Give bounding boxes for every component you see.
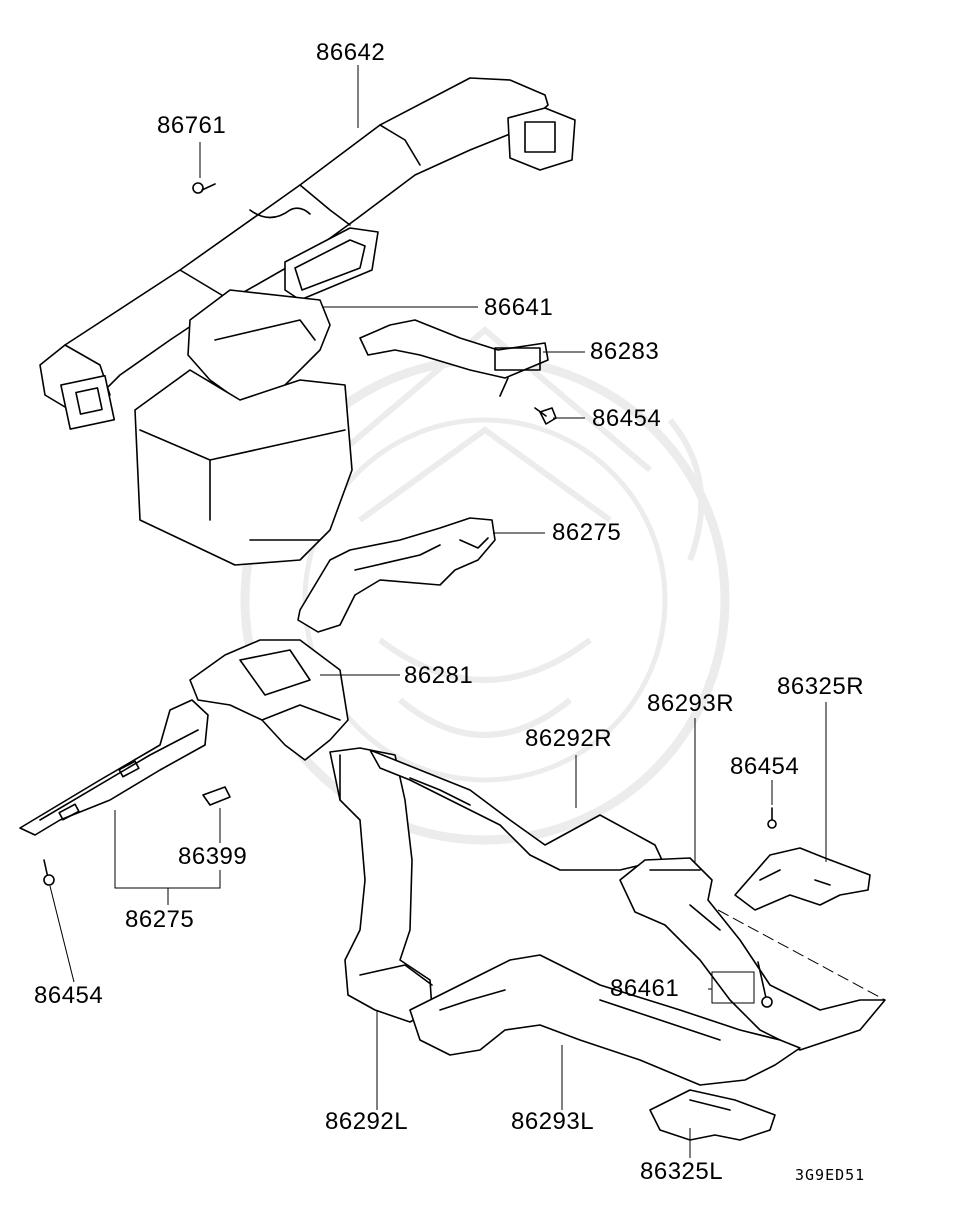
part-86325R-outlet[interactable] <box>734 847 871 911</box>
part-86641-case[interactable] <box>134 289 353 566</box>
bolt-86461 <box>757 961 773 1008</box>
label-86275-lower[interactable]: 86275 <box>125 906 195 933</box>
part-86293L-duct[interactable] <box>409 954 801 1086</box>
label-86454-upper[interactable]: 86454 <box>592 405 662 432</box>
label-86454-left[interactable]: 86454 <box>34 982 104 1009</box>
part-86292L-duct[interactable] <box>329 747 433 1023</box>
label-86283[interactable]: 86283 <box>590 338 660 365</box>
label-86399[interactable]: 86399 <box>178 843 248 870</box>
label-86293R[interactable]: 86293R <box>647 690 735 717</box>
reference-line <box>717 909 886 1001</box>
label-86292R[interactable]: 86292R <box>525 725 613 752</box>
label-86292L[interactable]: 86292L <box>325 1108 409 1135</box>
part-86292R-duct[interactable] <box>369 749 663 871</box>
part-86283-side-duct[interactable] <box>359 319 549 397</box>
label-86275-upper[interactable]: 86275 <box>552 519 622 546</box>
screw-86454-upper <box>534 407 557 425</box>
label-86454-right[interactable]: 86454 <box>730 753 800 780</box>
label-86761[interactable]: 86761 <box>157 112 227 139</box>
part-86275-upper-duct[interactable] <box>297 517 496 633</box>
part-86293R-duct[interactable] <box>619 857 886 1051</box>
leader-lines <box>49 65 827 1158</box>
label-86461[interactable]: 86461 <box>610 975 680 1002</box>
figure-code: 3G9ED51 <box>795 1166 866 1184</box>
label-86293L[interactable]: 86293L <box>511 1108 595 1135</box>
part-86642-upper-duct[interactable] <box>39 77 576 430</box>
label-86325L[interactable]: 86325L <box>640 1158 724 1185</box>
label-86325R[interactable]: 86325R <box>777 673 865 700</box>
label-86642[interactable]: 86642 <box>316 39 386 66</box>
screw-86454-left <box>43 859 55 886</box>
label-86641[interactable]: 86641 <box>484 294 554 321</box>
part-86325L-outlet[interactable] <box>649 1089 776 1141</box>
label-86281[interactable]: 86281 <box>404 662 474 689</box>
part-86275-lower-rail[interactable] <box>19 699 209 836</box>
screw-86454-right <box>767 807 777 829</box>
clip-86399 <box>202 786 231 806</box>
part-86281-connector[interactable] <box>189 639 349 761</box>
